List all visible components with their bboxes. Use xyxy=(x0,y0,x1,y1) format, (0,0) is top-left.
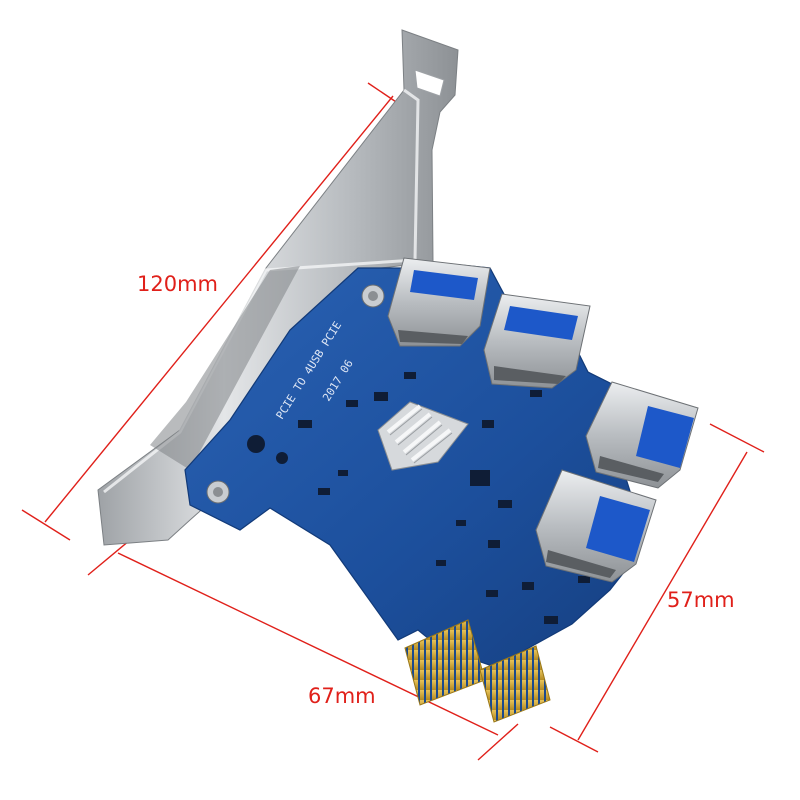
pcb-board: PCIE TO 4USB PCIE 2017 06 xyxy=(184,257,699,723)
metal-bracket xyxy=(97,29,459,546)
height-dimension-label: 57mm xyxy=(667,588,735,612)
mounting-screw-top xyxy=(361,284,385,308)
dimension-lines xyxy=(21,82,765,761)
usb-port-1 xyxy=(387,257,491,347)
width-dimension-line xyxy=(117,552,499,736)
usb-port-2 xyxy=(483,293,591,389)
length-dimension-line xyxy=(44,95,394,523)
length-dimension-label: 120mm xyxy=(137,272,218,296)
usb-port-3 xyxy=(585,381,699,489)
usb-port-4 xyxy=(535,469,657,583)
mounting-screw-bottom xyxy=(206,480,230,504)
height-dimension-line xyxy=(577,451,748,741)
chip-heatsink xyxy=(377,401,469,471)
width-dimension-label: 67mm xyxy=(308,684,376,708)
